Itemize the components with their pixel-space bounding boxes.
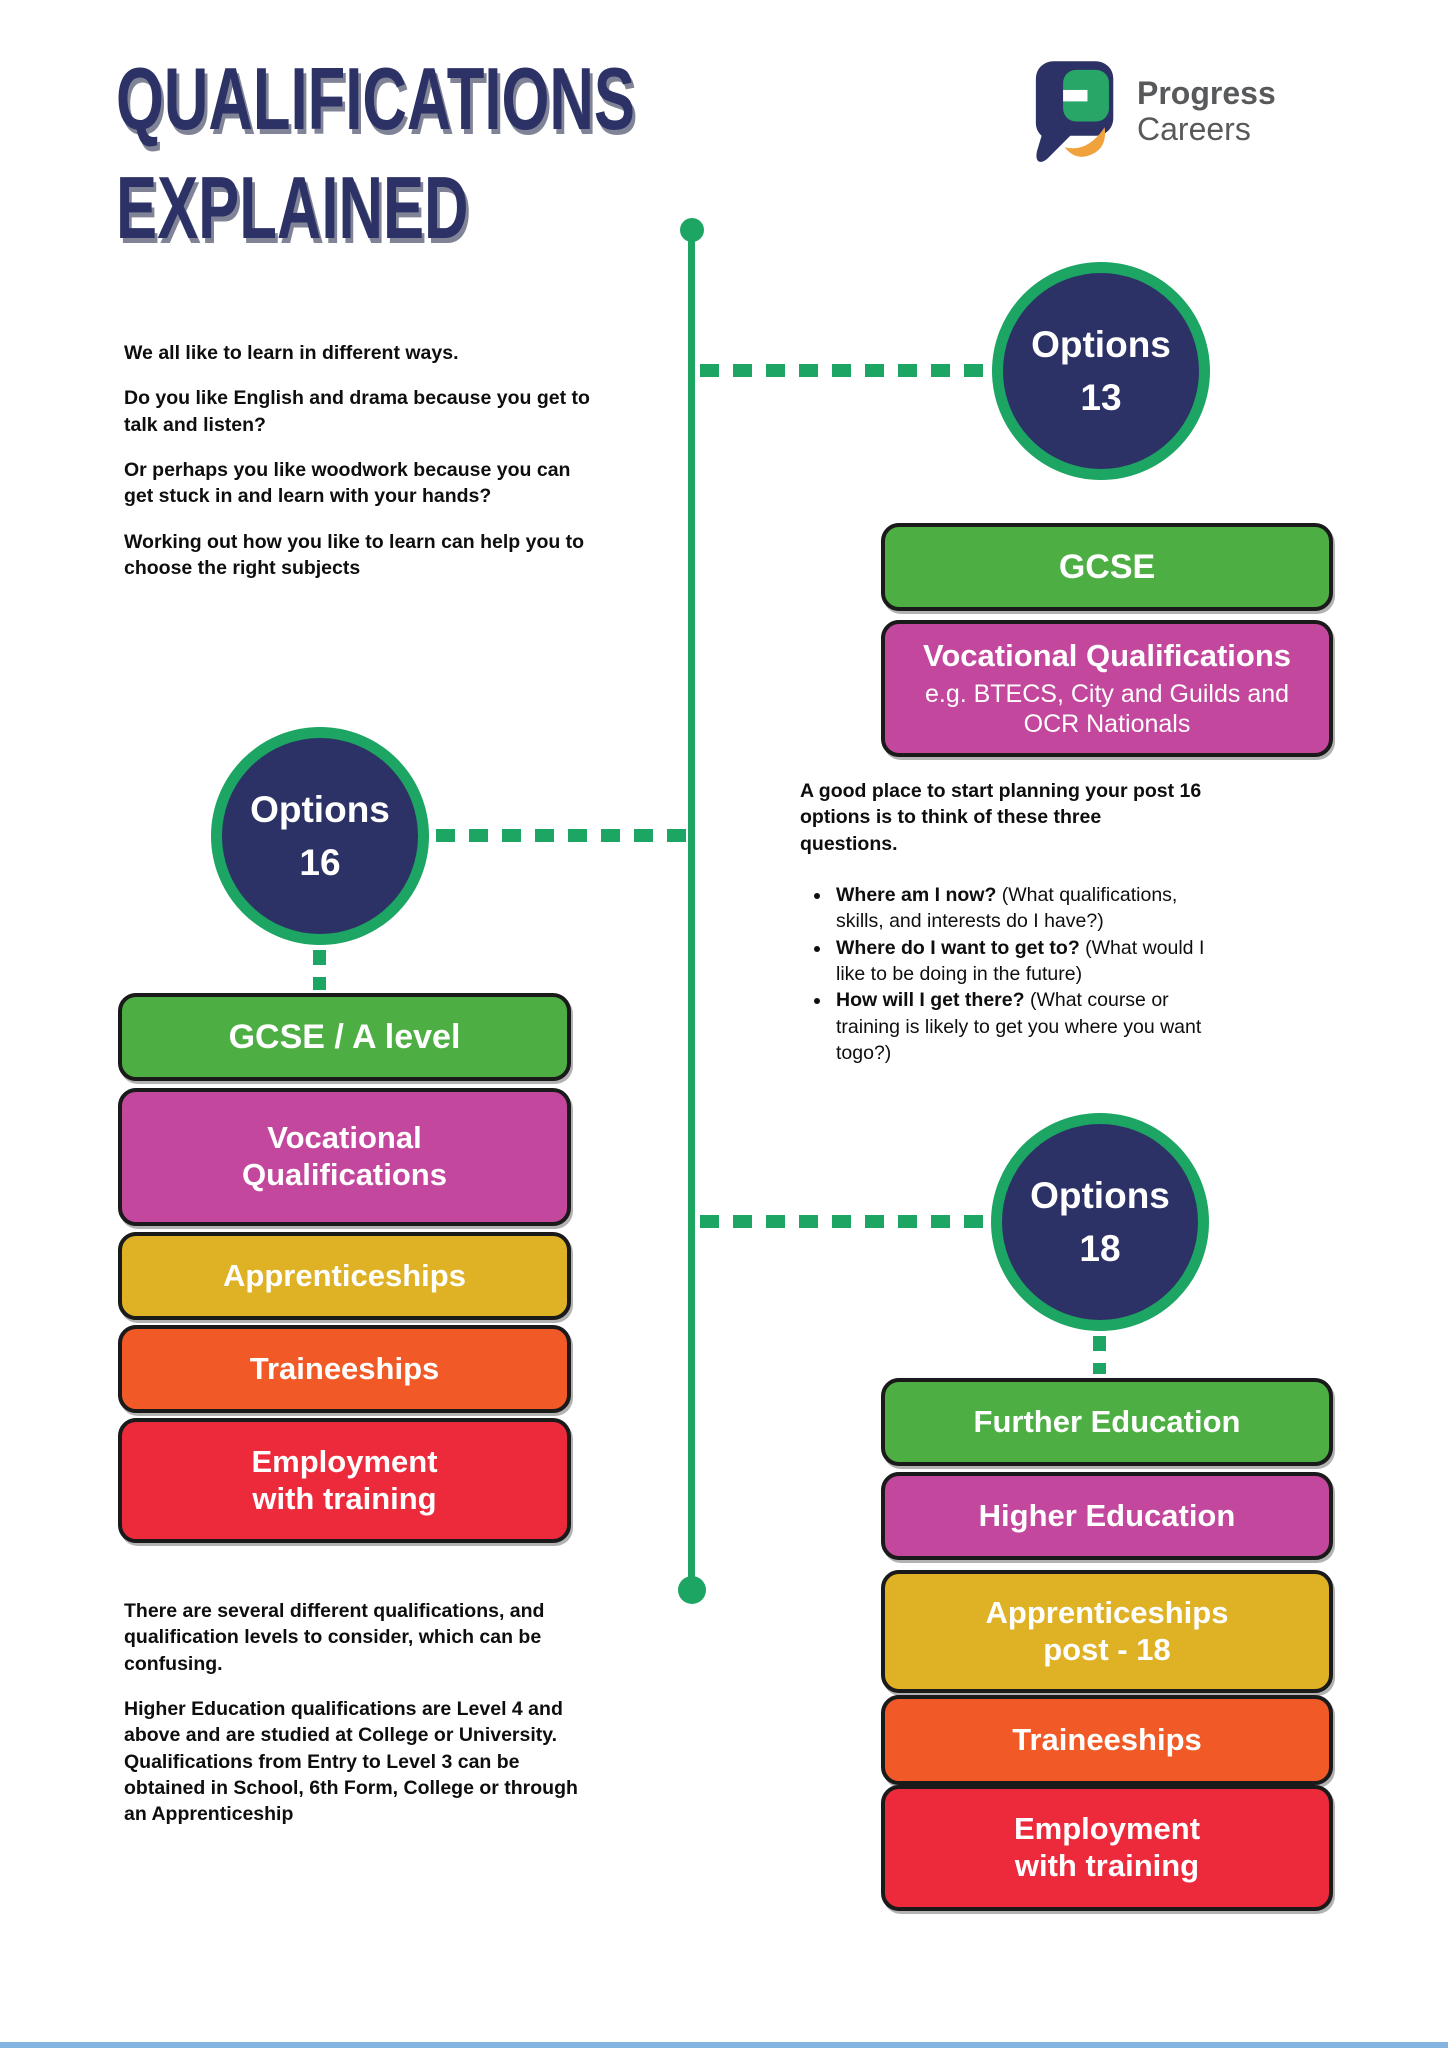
box-further-education: Further Education <box>881 1378 1333 1466</box>
planning-bullet-list: Where am I now? (What qualifications, sk… <box>800 882 1228 1066</box>
box-apprenticeships-post-18: Apprenticeships post - 18 <box>881 1570 1333 1693</box>
box-employment-with-training-18: Employment with training <box>881 1785 1333 1911</box>
box-vocational-qualifications-13-label: Vocational Qualifications <box>922 638 1292 674</box>
box-gcse-a-level-label: GCSE / A level <box>228 1017 461 1056</box>
options-13-circle: Options 13 <box>992 262 1210 480</box>
box-traineeships-16: Traineeships <box>118 1325 571 1413</box>
intro-paragraph-3: Or perhaps you like woodwork because you… <box>124 458 571 508</box>
bullet-3-detail: (What course or training is likely to ge… <box>836 989 1202 1064</box>
box-further-education-label: Further Education <box>973 1403 1241 1439</box>
options-18-circle: Options 18 <box>991 1113 1209 1331</box>
planning-bullet-3: How will I get there? (What course or tr… <box>832 987 1228 1066</box>
options-13-label: Options <box>1031 324 1171 365</box>
options-16-age: 16 <box>299 842 341 883</box>
bullet-2-detail: (What would I like to be doing in the fu… <box>836 936 1205 985</box>
box-traineeships-18-label: Traineeships <box>1012 1721 1202 1757</box>
options-16-label: Options <box>250 789 390 830</box>
connector-options-16 <box>436 829 688 842</box>
timeline-line <box>688 230 695 1590</box>
box-apprenticeships-16-label: Apprenticeships <box>223 1257 466 1293</box>
box-higher-education-label: Higher Education <box>978 1497 1236 1533</box>
box-vocational-qualifications-16-label: Vocational Qualifications <box>242 1120 447 1192</box>
box-employment-with-training-16: Employment with training <box>118 1418 571 1543</box>
planning-intro: A good place to start planning your post… <box>800 780 1202 855</box>
bullet-1-detail: (What qualifications, skills, and intere… <box>836 883 1178 933</box>
logo-brand-line1: Progress <box>1137 75 1276 111</box>
box-higher-education: Higher Education <box>881 1472 1333 1560</box>
progress-careers-logo-text: Progress Careers <box>1137 75 1276 148</box>
box-apprenticeships-post-18-label: Apprenticeships post - 18 <box>985 1594 1229 1667</box>
options-18-age: 18 <box>1079 1228 1121 1269</box>
box-vocational-qualifications-13: Vocational Qualifications e.g. BTECS, Ci… <box>881 620 1333 757</box>
bullet-3-question: How will I get there? <box>836 989 1025 1012</box>
connector-options-18-stub <box>1093 1336 1106 1374</box>
progress-careers-logo-icon <box>1033 58 1119 167</box>
box-gcse: GCSE <box>881 523 1333 611</box>
connector-options-16-stub <box>313 950 326 990</box>
box-vocational-qualifications-16: Vocational Qualifications <box>118 1088 571 1226</box>
box-traineeships-18: Traineeships <box>881 1695 1333 1785</box>
timeline-end-dot <box>678 1576 706 1604</box>
page-title: QUALIFICATIONS EXPLAINED <box>116 44 635 262</box>
connector-options-18 <box>700 1215 990 1228</box>
planning-text-block: A good place to start planning your post… <box>800 778 1360 1066</box>
options-18-label: Options <box>1030 1175 1170 1216</box>
outro-paragraph-1: There are several different qualificatio… <box>124 1600 545 1675</box>
page-title-line2: EXPLAINED <box>116 158 469 258</box>
bullet-1-question: Where am I now? <box>836 883 997 906</box>
connector-options-13 <box>700 364 992 377</box>
box-traineeships-16-label: Traineeships <box>249 1350 440 1386</box>
planning-bullet-1: Where am I now? (What qualifications, sk… <box>832 882 1228 935</box>
timeline-start-dot <box>680 218 704 242</box>
outro-paragraph-2: Higher Education qualifications are Leve… <box>124 1697 578 1826</box>
box-employment-with-training-18-label: Employment with training <box>1013 1811 1201 1883</box>
options-13-age: 13 <box>1080 377 1122 418</box>
intro-paragraph-1: We all like to learn in different ways. <box>124 342 459 364</box>
intro-paragraph-4: Working out how you like to learn can he… <box>124 530 585 579</box>
options-16-circle: Options 16 <box>211 727 429 945</box>
planning-bullet-2: Where do I want to get to? (What would I… <box>832 935 1228 988</box>
box-employment-with-training-16-label: Employment with training <box>251 1443 438 1516</box>
page-title-line1: QUALIFICATIONS <box>116 49 636 148</box>
intro-paragraph-2: Do you like English and drama because yo… <box>124 387 590 436</box>
logo-brand-line2: Careers <box>1137 110 1251 147</box>
box-vocational-qualifications-13-subtitle: e.g. BTECS, City and Guilds and OCR Nati… <box>924 679 1290 738</box>
box-apprenticeships-16: Apprenticeships <box>118 1232 571 1320</box>
box-gcse-a-level: GCSE / A level <box>118 993 571 1081</box>
box-gcse-label: GCSE <box>1058 547 1156 586</box>
outro-text-block: There are several different qualificatio… <box>124 1598 606 1847</box>
bottom-blue-strip <box>0 2042 1448 2048</box>
bullet-2-question: Where do I want to get to? <box>836 936 1080 959</box>
intro-text-block: We all like to learn in different ways. … <box>124 340 596 600</box>
